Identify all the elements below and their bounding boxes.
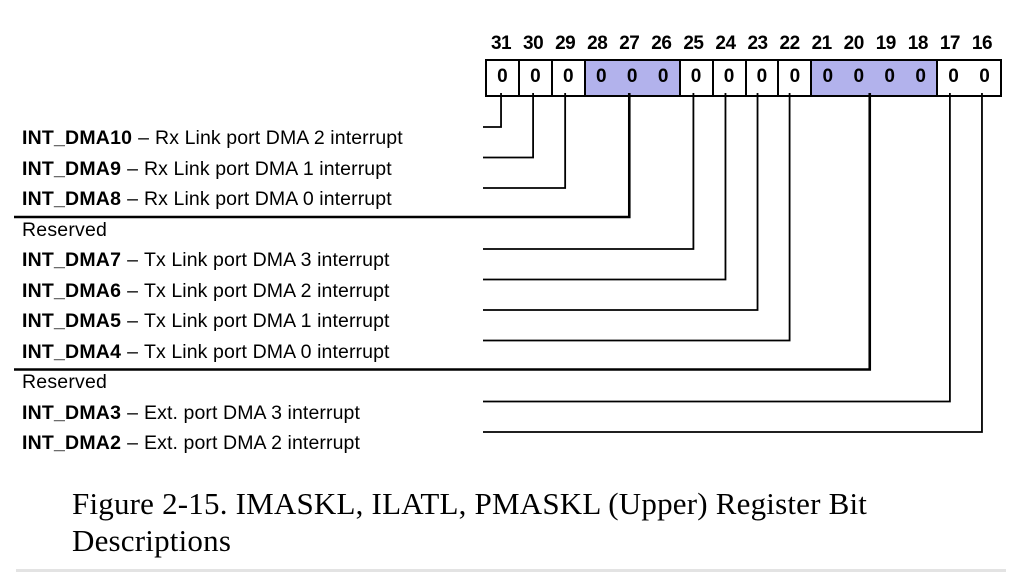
bit-label-name: Reserved [22, 218, 108, 241]
bit-number: 28 [587, 33, 608, 54]
bit-label-desc: Tx Link port DMA 1 interrupt [143, 310, 390, 332]
connector-line-bit-29 [483, 93, 567, 189]
connector-line-bit-30 [483, 93, 534, 159]
bit-value: 0 [822, 66, 834, 87]
bit-label-desc: Tx Link port DMA 2 interrupt [143, 279, 390, 302]
bit-label-separator: – [138, 127, 150, 149]
bit-number: 29 [555, 33, 576, 54]
bit-label-separator: – [127, 249, 138, 271]
bit-label-separator: – [127, 432, 138, 454]
bit-value: 0 [789, 66, 801, 87]
cut-off-text-line [16, 569, 1006, 572]
bit-label-name: INT_DMA10 [22, 127, 133, 149]
bit-description-row: INT_DMA3–Ext. port DMA 3 interrupt [22, 401, 360, 425]
bit-description-row: INT_DMA6–Tx Link port DMA 2 interrupt [22, 279, 390, 303]
bit-number: 17 [939, 33, 961, 54]
bit-label-name: INT_DMA3 [22, 401, 122, 424]
bit-description-row: INT_DMA2–Ext. port DMA 2 interrupt [22, 431, 360, 455]
bit-cell: 0 [517, 61, 551, 95]
bit-value: 0 [915, 66, 926, 87]
bit-number: 24 [715, 33, 736, 54]
bit-label-name: INT_DMA2 [22, 432, 122, 454]
bit-cell: 0 [487, 61, 518, 95]
bit-number: 25 [683, 33, 704, 54]
connector-line-bit-17 [483, 93, 951, 403]
bit-value: 0 [563, 66, 574, 87]
connector-line-bit-22 [483, 93, 791, 342]
bit-description-row: Reserved [22, 370, 107, 394]
bit-label-desc: Rx Link port DMA 2 interrupt [155, 127, 403, 149]
bit-value: 0 [948, 66, 959, 87]
bit-number: 16 [971, 33, 993, 54]
bit-label-separator: – [127, 401, 138, 424]
bit-number: 22 [779, 33, 801, 54]
bit-description-row: INT_DMA9–Rx Link port DMA 1 interrupt [22, 157, 392, 181]
bit-label-desc: Rx Link port DMA 0 interrupt [143, 188, 392, 210]
bit-label-separator: – [127, 157, 138, 180]
reserved-rule-connector [14, 93, 872, 371]
bit-label-name: INT_DMA5 [22, 310, 122, 332]
bit-description-row: INT_DMA4–Tx Link port DMA 0 interrupt [22, 340, 390, 364]
bit-label-name: INT_DMA4 [22, 340, 122, 363]
bit-number: 27 [619, 33, 640, 54]
bit-number: 31 [490, 33, 512, 54]
bit-number: 19 [875, 33, 897, 54]
bit-number: 18 [907, 33, 929, 54]
bit-description-row: Reserved [22, 218, 107, 242]
reserved-rule-connector [14, 93, 631, 219]
bit-label-desc: Tx Link port DMA 0 interrupt [143, 340, 390, 363]
bit-value: 0 [497, 66, 508, 87]
bit-cell: 0 [744, 61, 778, 95]
figure-caption: Figure 2-15. IMASKL, ILATL, PMASKL (Uppe… [72, 485, 867, 559]
bit-cell: 0 [678, 61, 712, 95]
bit-label-name: INT_DMA9 [22, 157, 122, 180]
bit-label-desc: Rx Link port DMA 1 interrupt [143, 157, 392, 180]
connector-line-bit-24 [483, 93, 727, 281]
bit-label-name: INT_DMA8 [22, 188, 122, 210]
bit-value: 0 [657, 66, 669, 87]
bit-value: 0 [595, 66, 607, 87]
bit-description-row: INT_DMA8–Rx Link port DMA 0 interrupt [22, 187, 392, 211]
bit-description-row: INT_DMA7–Tx Link port DMA 3 interrupt [22, 248, 390, 272]
bit-cell: 0 [711, 61, 745, 95]
bit-label-name: INT_DMA6 [22, 279, 122, 302]
bit-number: 21 [811, 33, 833, 54]
bit-value: 0 [979, 66, 990, 87]
bit-number: 20 [843, 33, 865, 54]
bit-value: 0 [530, 66, 541, 87]
connector-line-bit-23 [483, 93, 759, 311]
figure-caption-line1: Figure 2-15. IMASKL, ILATL, PMASKL (Uppe… [72, 486, 868, 521]
bit-label-name: Reserved [22, 371, 108, 393]
bit-value: 0 [884, 66, 895, 87]
bit-label-desc: Tx Link port DMA 3 interrupt [143, 249, 390, 271]
bit-label-separator: – [127, 188, 138, 210]
bit-description-row: INT_DMA10–Rx Link port DMA 2 interrupt [22, 126, 403, 150]
connector-line-bit-25 [483, 93, 695, 250]
bit-value: 0 [626, 66, 638, 87]
bit-label-separator: – [127, 340, 138, 363]
bit-value: 0 [723, 66, 735, 87]
bit-label-name: INT_DMA7 [22, 249, 122, 271]
bit-value: 0 [756, 66, 768, 87]
bit-value: 0 [690, 66, 702, 87]
bit-cell: 0 [777, 61, 810, 95]
bit-number: 30 [523, 33, 544, 54]
connector-line-bit-31 [483, 93, 502, 128]
bit-label-desc: Ext. port DMA 2 interrupt [143, 432, 360, 454]
figure-caption-line2: Descriptions [72, 523, 232, 558]
bit-number: 26 [651, 33, 672, 54]
bit-cell: 0 [550, 61, 584, 95]
bit-label-separator: – [127, 279, 138, 302]
bit-label-separator: – [127, 310, 138, 332]
bit-number: 23 [747, 33, 768, 54]
bit-label-desc: Ext. port DMA 3 interrupt [143, 401, 360, 424]
connector-line-bit-16 [483, 93, 983, 433]
bit-description-row: INT_DMA5–Tx Link port DMA 1 interrupt [22, 309, 390, 333]
bit-value: 0 [853, 66, 865, 87]
